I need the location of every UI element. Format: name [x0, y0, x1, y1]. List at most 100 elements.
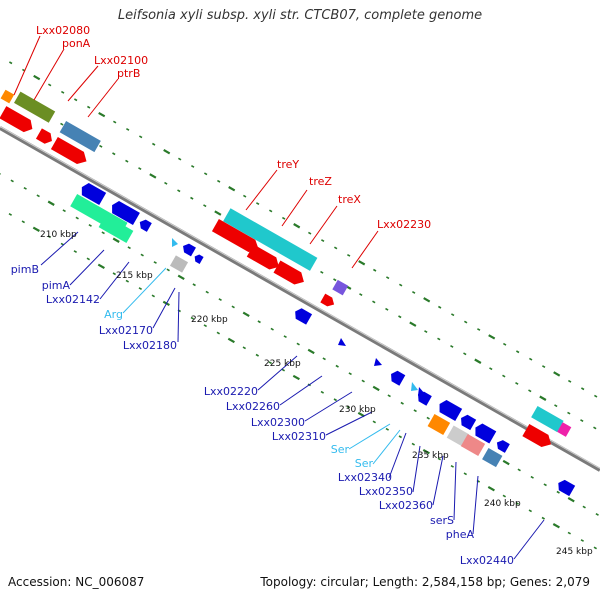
gene-spring-green[interactable] — [98, 214, 134, 244]
label-Lxx02080[interactable]: Lxx02080 — [36, 24, 90, 37]
label-Lxx02310[interactable]: Lxx02310 — [272, 430, 326, 443]
tick-mark — [386, 276, 390, 280]
gene-red[interactable] — [273, 260, 308, 288]
tick-mark — [269, 209, 273, 213]
label-Lxx02220[interactable]: Lxx02220 — [204, 385, 258, 398]
tick-mark — [541, 516, 545, 520]
gene-salmon[interactable] — [460, 433, 486, 457]
label-Lxx02170[interactable]: Lxx02170 — [99, 324, 153, 337]
gene-blue-small[interactable] — [494, 438, 510, 453]
tick-mark — [243, 194, 247, 198]
tick-mark — [358, 260, 366, 266]
gene-red-small[interactable] — [320, 293, 336, 309]
label-Lxx02230[interactable]: Lxx02230 — [377, 218, 431, 231]
gene-magenta[interactable] — [557, 422, 572, 437]
tick-mark — [400, 401, 404, 405]
tick-mark — [372, 420, 376, 424]
label-pimA[interactable]: pimA — [42, 279, 71, 292]
label-pimB[interactable]: pimB — [11, 263, 39, 276]
scale-label-240: 240 kbp — [484, 499, 521, 509]
label-Lxx02300[interactable]: Lxx02300 — [251, 416, 305, 429]
gene-orange[interactable] — [0, 89, 15, 104]
gene-blue-small[interactable] — [388, 369, 406, 386]
gene-red[interactable] — [50, 137, 90, 167]
label-Lxx02350[interactable]: Lxx02350 — [359, 485, 413, 498]
gene-blue[interactable] — [109, 199, 140, 226]
gene-blue[interactable] — [436, 398, 463, 422]
label-Lxx02440[interactable]: Lxx02440 — [460, 554, 514, 567]
tick-mark — [192, 283, 196, 287]
gene-steelblue[interactable] — [482, 447, 503, 468]
gene-blue[interactable] — [292, 306, 313, 325]
label-Lxx02340[interactable]: Lxx02340 — [338, 471, 392, 484]
gene-red-small[interactable] — [35, 128, 55, 146]
gene-blue-small[interactable] — [458, 413, 477, 431]
tick-mark — [125, 279, 129, 283]
label-Arg[interactable]: Arg — [104, 308, 123, 321]
tick-mark — [138, 287, 142, 290]
tick-mark — [190, 316, 194, 320]
tick-mark — [10, 179, 14, 183]
label-treX[interactable]: treX — [338, 193, 361, 206]
gene-red[interactable] — [246, 244, 283, 273]
gene-orange[interactable] — [427, 413, 451, 436]
tick-mark — [438, 305, 442, 309]
scale-labels: 210 kbp 215 kbp 220 kbp 225 kbp 230 kbp … — [40, 230, 593, 557]
gene-red[interactable] — [0, 106, 36, 135]
tick-mark — [594, 394, 598, 398]
rna-arg-marker[interactable] — [172, 238, 178, 247]
tick-mark — [112, 152, 116, 156]
label-ponA[interactable]: ponA — [62, 37, 91, 50]
gene-blue[interactable] — [78, 181, 107, 206]
tick-mark — [502, 374, 506, 378]
label-Lxx02360[interactable]: Lxx02360 — [379, 499, 433, 512]
gene-blue-small[interactable] — [137, 218, 152, 232]
label-Ser-2[interactable]: Ser — [355, 457, 374, 470]
leader-lines — [13, 35, 545, 560]
gene-blue-small[interactable] — [415, 390, 432, 406]
gene-cyan[interactable] — [531, 405, 564, 433]
label-Lxx02100[interactable]: Lxx02100 — [94, 54, 148, 67]
gene-blue[interactable] — [555, 478, 576, 497]
label-ptrB[interactable]: ptrB — [117, 67, 140, 80]
label-Lxx02180[interactable]: Lxx02180 — [123, 339, 177, 352]
tick-mark — [190, 196, 194, 200]
tick-mark — [346, 405, 350, 409]
rna-ser-marker[interactable] — [411, 382, 418, 391]
tick-mark — [423, 297, 431, 303]
gene-olive[interactable] — [14, 91, 56, 123]
tick-mark — [62, 209, 66, 213]
tick-mark — [464, 320, 468, 324]
gene-cyan[interactable] — [223, 208, 318, 271]
tick-mark — [203, 204, 207, 208]
label-treY[interactable]: treY — [277, 158, 299, 171]
gene-grey[interactable] — [169, 255, 189, 273]
gene-blue-small[interactable] — [181, 242, 196, 257]
tick-mark — [48, 83, 52, 87]
gene-purple[interactable] — [332, 279, 349, 296]
gene-steelblue[interactable] — [59, 121, 101, 153]
gene-blue[interactable] — [472, 421, 497, 444]
gene-red[interactable] — [522, 423, 554, 451]
gene-blue-small[interactable] — [193, 253, 204, 264]
label-Ser-1[interactable]: Ser — [331, 443, 350, 456]
gene-blue-small[interactable] — [338, 338, 346, 346]
label-treZ[interactable]: treZ — [309, 175, 332, 188]
tick-mark — [138, 167, 142, 170]
tick-mark — [191, 165, 195, 168]
gene-blue-small[interactable] — [374, 358, 382, 366]
tick-mark — [113, 120, 117, 124]
tick-mark — [21, 220, 25, 224]
tick-mark — [139, 135, 143, 139]
label-pheA[interactable]: pheA — [446, 528, 475, 541]
gene-red[interactable] — [211, 219, 262, 256]
label-Lxx02142[interactable]: Lxx02142 — [46, 293, 100, 306]
tick-mark — [216, 331, 220, 335]
label-serS[interactable]: serS — [430, 514, 454, 527]
label-Lxx02260[interactable]: Lxx02260 — [226, 400, 280, 413]
tick-mark — [463, 472, 467, 476]
tick-mark — [227, 337, 235, 344]
tick-mark — [112, 272, 116, 276]
tick-mark — [60, 122, 64, 126]
tick-mark — [333, 278, 337, 282]
